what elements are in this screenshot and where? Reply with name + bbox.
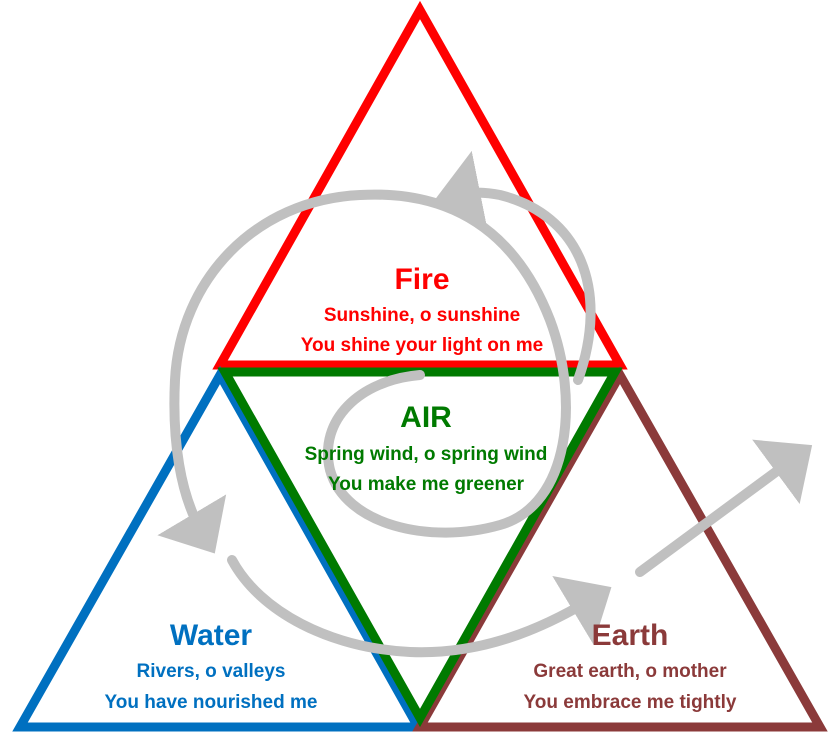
water-line-2: You have nourished me [104, 692, 318, 713]
fire-line-1: Sunshine, o sunshine [323, 305, 521, 326]
fire-title: Fire [394, 263, 450, 296]
spiral-top-arrow [435, 150, 596, 385]
earth-line-1: Great earth, o mother [533, 661, 727, 682]
air-line-2: You make me greener [327, 474, 525, 495]
earth-title: Earth [591, 619, 669, 652]
spiral-inner-arrow [157, 189, 571, 554]
air-line-1: Spring wind, o spring wind [304, 444, 548, 465]
air-title: AIR [400, 401, 452, 434]
fire-line-2: You shine your light on me [300, 335, 544, 356]
earth-line-2: You embrace me tightly [523, 692, 737, 713]
outward-arrow [635, 439, 813, 577]
fire-triangle [212, 0, 628, 370]
spiral-lower-arrow [227, 555, 612, 658]
water-line-1: Rivers, o valleys [136, 661, 286, 682]
water-title: Water [169, 619, 253, 652]
